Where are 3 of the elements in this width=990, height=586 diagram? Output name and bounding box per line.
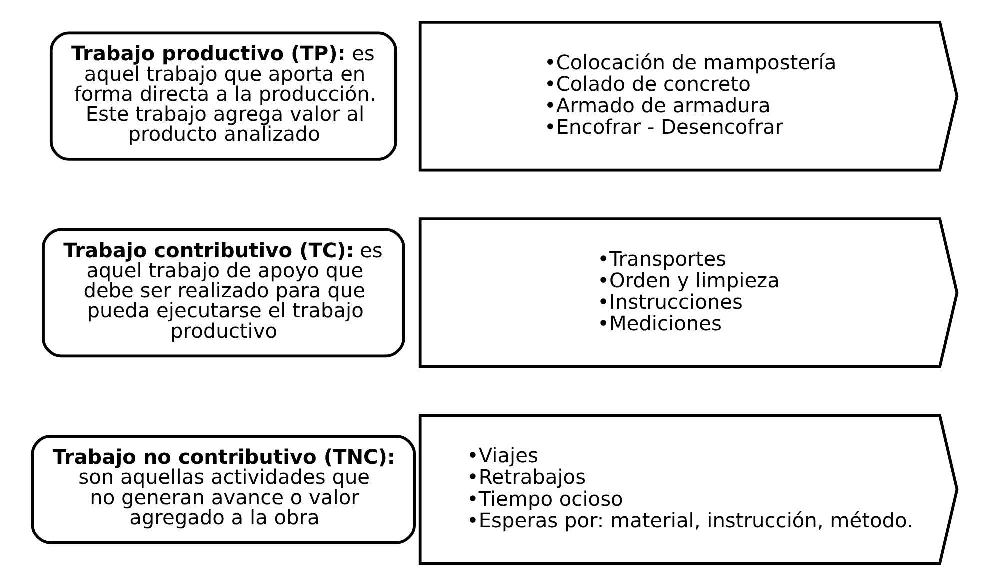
node-box: Trabajo contributivo (TC): es aquel trabajo de apoyo que debe ser realizado para que pueda ejecutarse el trabajo productivo — [42, 228, 406, 358]
node-box: Trabajo productivo (TP): es aquel trabajo que aporta en forma directa a la producción. Este trabajo agrega valor al producto analizado — [50, 32, 398, 161]
node-box: Trabajo no contributivo (TNC): son aquellas actividades que no generan avance o valor agregado a la obra — [31, 435, 416, 544]
